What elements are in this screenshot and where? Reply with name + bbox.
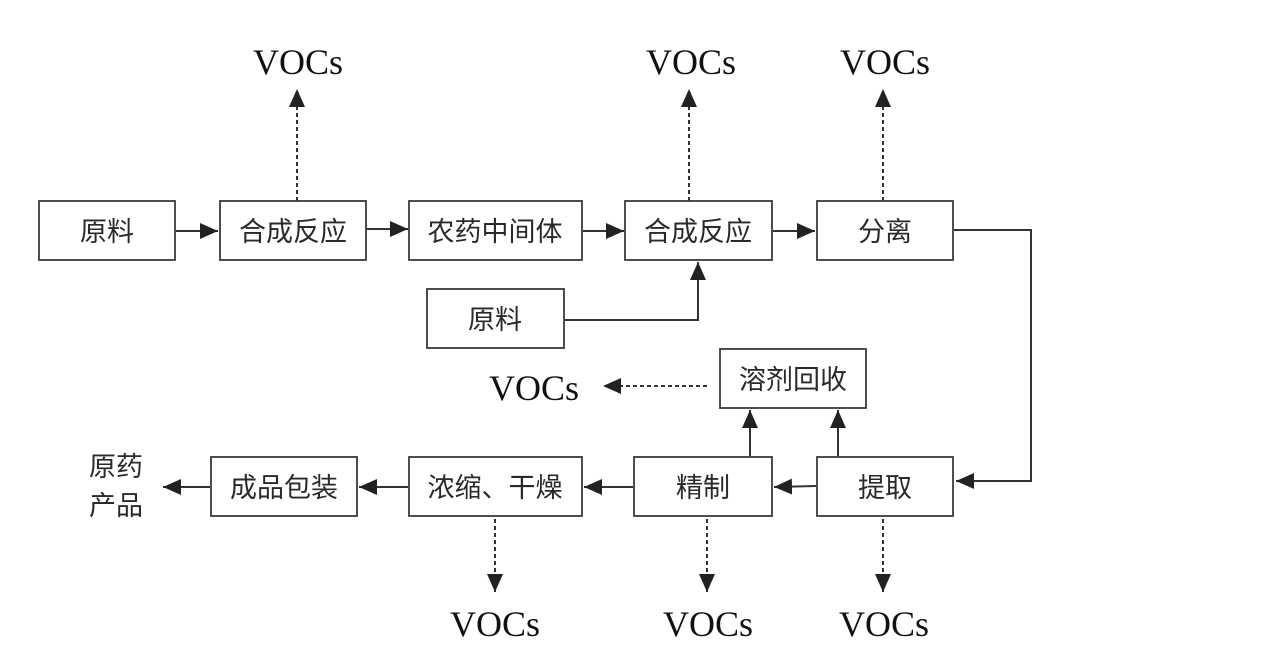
node-raw-material-1: 原料 xyxy=(38,200,176,261)
node-refining: 精制 xyxy=(633,456,773,517)
node-label: 提取 xyxy=(858,473,912,504)
voc-label-refining: VOCs xyxy=(663,604,753,644)
node-label: 精制 xyxy=(676,473,730,504)
product-label-line-2: 产品 xyxy=(89,491,143,522)
node-label: 合成反应 xyxy=(239,217,347,248)
node-label: 分离 xyxy=(858,217,912,248)
voc-label-solvent-recovery: VOCs xyxy=(489,368,579,408)
node-label: 溶剂回收 xyxy=(739,365,847,396)
arrow-raw2-to-syn2 xyxy=(565,262,706,321)
voc-label-syn1: VOCs xyxy=(253,42,343,82)
node-pesticide-intermediate: 农药中间体 xyxy=(408,200,583,261)
connectors xyxy=(163,221,1032,495)
node-label: 原料 xyxy=(468,305,522,336)
node-raw-material-2: 原料 xyxy=(426,288,565,349)
node-extraction: 提取 xyxy=(816,456,954,517)
product-output-label: 原药 产品 xyxy=(89,452,143,522)
voc-label-separation: VOCs xyxy=(840,42,930,82)
node-label: 浓缩、干燥 xyxy=(428,473,563,504)
node-packaging: 成品包装 xyxy=(210,456,358,517)
node-concentrate-dry: 浓缩、干燥 xyxy=(408,456,583,517)
node-label: 成品包装 xyxy=(230,473,338,504)
arrow-extraction-to-refining xyxy=(773,478,817,495)
voc-label-concentrate: VOCs xyxy=(450,604,540,644)
arrow-separation-to-extraction xyxy=(954,229,1032,489)
product-label-line-1: 原药 xyxy=(89,452,143,483)
node-label: 农药中间体 xyxy=(428,217,563,248)
node-separation: 分离 xyxy=(816,200,954,261)
node-label: 合成反应 xyxy=(644,217,752,248)
node-solvent-recovery: 溶剂回收 xyxy=(719,348,867,409)
node-label: 原料 xyxy=(80,217,134,248)
node-synthesis-2: 合成反应 xyxy=(624,200,773,261)
node-synthesis-1: 合成反应 xyxy=(219,200,367,261)
voc-label-syn2: VOCs xyxy=(646,42,736,82)
voc-labels: VOCs VOCs VOCs VOCs VOCs VOCs VOCs xyxy=(253,42,930,644)
emission-arrows xyxy=(289,89,891,592)
voc-label-extraction: VOCs xyxy=(839,604,929,644)
